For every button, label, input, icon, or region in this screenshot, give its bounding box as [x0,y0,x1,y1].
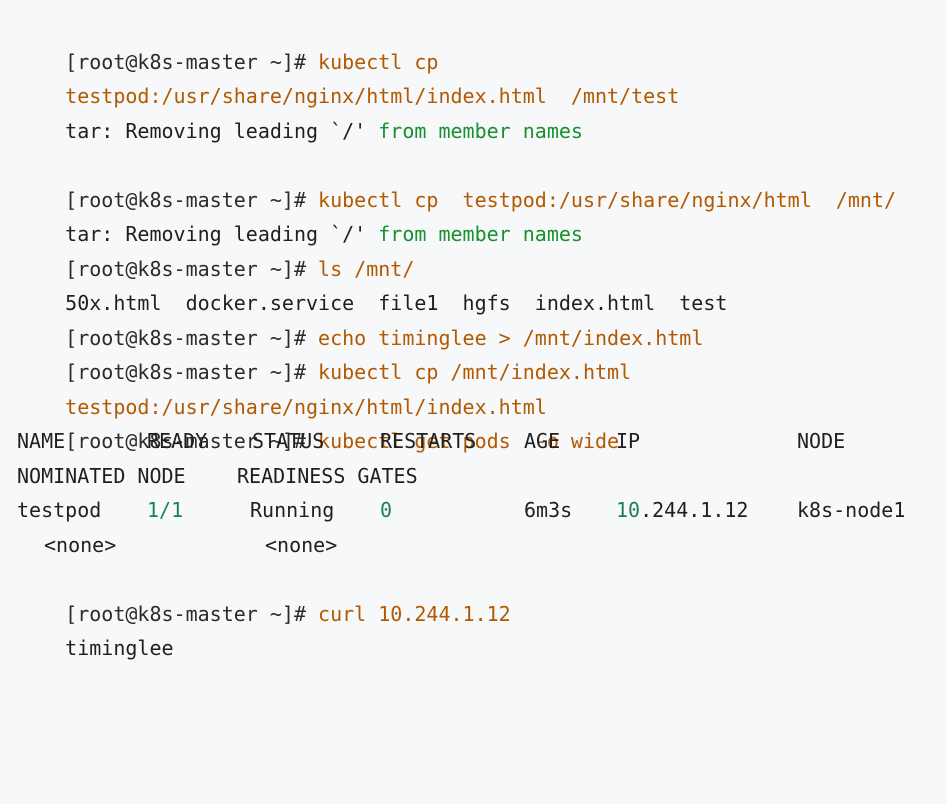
terminal-line: [root@k8s-master ~]# ls /mnt/ [17,217,946,281]
column-header-status: STATUS [252,429,325,453]
pods-table-header: NAME READY STATUS RESTARTS AGE IP NODE [17,424,946,459]
command-text: kubectl cp [318,49,439,74]
terminal-line: tar: Removing leading `/' from member na… [17,183,946,246]
command-text: kubectl get pods -o wide [318,429,620,453]
shell-prompt: [root@k8s-master ~]# [65,49,319,74]
shell-prompt: [root@k8s-master ~]# [65,601,319,626]
output-text: tar: Removing leading `/' [65,222,379,246]
output-text: 50x.html docker.service file1 hgfs index… [65,291,728,315]
terminal-line: [root@k8s-master ~]# kubectl cp [17,10,946,74]
command-continuation: testpod:/usr/share/nginx/html/index.html [65,394,547,419]
table-row-wrapped: <none> <none> [17,528,946,563]
shell-prompt: [root@k8s-master ~]# [65,360,319,384]
pod-ready: 1/1 [147,498,184,522]
command-argument-ip: 10.244.1.12 [378,601,511,626]
pod-ip-rest: .244.1.12 [640,498,749,522]
command-text: echo timinglee > /mnt/index.html [318,325,704,350]
terminal-line: [root@k8s-master ~]# kubectl get pods -o… [17,390,946,453]
output-text: tar: Removing leading `/' [65,118,379,143]
pod-ip-prefix: 10 [616,498,641,522]
pod-ip: 10.244.1.12 [616,493,748,528]
pod-readiness-gates: <none> [265,532,338,557]
output-text-highlight: from member names [378,118,583,143]
pods-table-header-wrapped: NOMINATED NODE READINESS GATES [17,459,946,494]
table-row: testpod 1/1 Running 0 6m3s 10.244.1.12 k… [17,493,946,528]
terminal-line: [root@k8s-master ~]# kubectl cp /mnt/ind… [17,321,946,384]
terminal-line: 50x.html docker.service file1 hgfs index… [17,252,946,315]
terminal-line: [root@k8s-master ~]# echo timinglee > /m… [17,286,946,350]
terminal-line: testpod:/usr/share/nginx/html/index.html [17,355,946,419]
command-text: curl [318,601,379,626]
pod-status: Running [250,498,335,522]
command-text: ls /mnt/ [318,256,415,281]
column-header-node: NODE [797,429,846,453]
pod-nominated-node: <none> [44,532,117,557]
pod-name: testpod [17,498,102,522]
terminal-line: [root@k8s-master ~]# curl 10.244.1.12 [17,562,946,626]
column-header-name: NAME [17,429,66,453]
column-header-age: AGE [524,429,561,453]
column-header-nominated-node: NOMINATED NODE [17,463,186,488]
shell-prompt: [root@k8s-master ~]# [65,325,319,350]
terminal-output: [root@k8s-master ~]# kubectl cp testpod:… [17,10,946,661]
column-header-ip: IP [616,429,641,453]
shell-prompt: [root@k8s-master ~]# [65,429,319,453]
column-header-restarts: RESTARTS [380,429,477,453]
column-header-ready: READY [147,429,208,453]
terminal-line: [root@k8s-master ~]# kubectl cp testpod:… [17,148,946,212]
output-text-highlight: from member names [378,222,583,246]
pod-age: 6m3s [524,498,573,522]
column-header-readiness-gates: READINESS GATES [237,463,418,488]
pod-node: k8s-node1 [797,498,906,522]
command-continuation: testpod:/usr/share/nginx/html/index.html… [65,84,680,108]
output-text: timinglee [65,636,174,660]
shell-prompt: [root@k8s-master ~]# [65,187,319,212]
shell-prompt: [root@k8s-master ~]# [65,256,319,281]
terminal-line: testpod:/usr/share/nginx/html/index.html… [17,45,946,108]
pod-restarts: 0 [380,498,393,522]
command-text: kubectl cp testpod:/usr/share/nginx/html… [318,187,897,212]
command-text: kubectl cp /mnt/index.html [318,360,632,384]
terminal-line: tar: Removing leading `/' from member na… [17,79,946,143]
